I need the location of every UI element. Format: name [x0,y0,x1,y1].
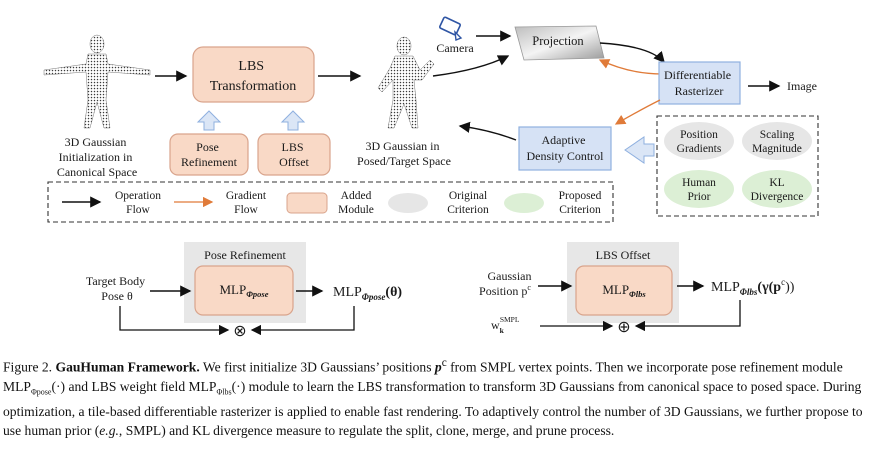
posed-gaussian-figure [377,36,435,129]
arrow-density-to-posed [458,121,517,141]
smpl-weight-label: wkSMPL [491,315,520,335]
projection-plane: Projection [514,25,605,61]
mlp-pose: MLPΦpose [219,282,268,299]
canonical-gaussian-figure [43,34,151,129]
canonical-label: 3D Gaussian Initialization in Canonical … [57,135,137,179]
add-operator: ⊕ [617,319,630,336]
up-arrow-offset [280,110,306,131]
pose-refinement-panel: Pose Refinement MLPΦpose [184,242,306,323]
posed-label: 3D Gaussian in Posed/Target Space [357,139,451,168]
image-label: Image [787,79,817,93]
caption-label: Figure 2. [3,359,53,375]
lbs-offset-module: LBS Offset [257,133,331,176]
camera-label: Camera [436,41,474,55]
figure-caption: Figure 2. GauHuman Framework. We first i… [3,357,863,439]
gradient-arrow-rasterizer-to-projection [598,59,663,75]
gaussian-position-label: Gaussian Position pc [479,269,534,298]
svg-text:Pose Refinement: Pose Refinement [204,248,286,262]
arrow-projection-to-rasterizer [599,42,665,64]
target-pose-label: Target Body Pose θ [86,274,148,303]
svg-text:Pose Refinement: Pose Refinement [181,140,238,169]
arrow-posed-to-projection [432,55,510,77]
pose-refinement-module: Pose Refinement [169,133,249,176]
gradient-arrow-rasterizer-to-density [614,99,661,125]
left-arrow-criteria [624,136,655,164]
svg-text:Adaptive Density Control: Adaptive Density Control [527,133,605,163]
lbs-offset-panel: LBS Offset MLPΦlbs [567,242,679,323]
svg-text:LBS Transformation: LBS Transformation [210,59,297,94]
caption-title: GauHuman Framework. [55,359,200,375]
lbs-transformation-module: LBS Transformation [192,46,315,103]
lbs-output: MLPΦlbs(γ(pc)) [711,277,795,297]
multiply-operator: ⊗ [233,323,246,340]
mlp-lbs: MLPΦlbs [602,282,646,299]
svg-text:LBS Offset: LBS Offset [596,248,651,262]
up-arrow-pose [196,110,222,131]
camera-icon [439,16,463,41]
gauhuman-framework-diagram: 3D Gaussian Initialization in Canonical … [43,16,819,340]
differentiable-rasterizer-module: Differentiable Rasterizer [658,61,741,105]
adaptive-density-control-module: Adaptive Density Control [518,126,612,171]
pose-output: MLPΦpose(θ) [333,285,402,302]
svg-text:LBS Offset: LBS Offset [279,140,309,169]
svg-text:Differentiable Rasterize: Differentiable Rasterizer [664,68,734,98]
svg-text:Projection: Projection [532,34,584,48]
